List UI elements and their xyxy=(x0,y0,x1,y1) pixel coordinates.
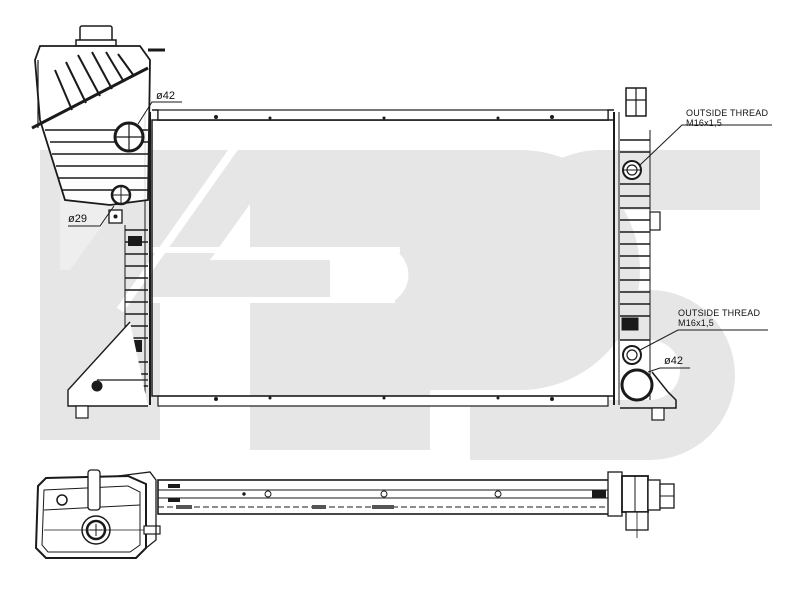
thread-label-lower-line1: OUTSIDE THREAD xyxy=(678,308,760,318)
thread-label-upper-line2: M16x1,5 xyxy=(686,118,722,128)
thread-label-upper-line1: OUTSIDE THREAD xyxy=(686,108,768,118)
left-bottom-bracket xyxy=(67,321,148,419)
dim-label-small-pipe: ø29 xyxy=(68,213,87,225)
top-view-radiator xyxy=(34,469,675,559)
right-tank xyxy=(620,87,677,421)
left-mount-block-upper xyxy=(128,236,142,246)
dim-label-lower-pipe: ø42 xyxy=(664,355,683,367)
upper-inlet-pipe xyxy=(113,121,145,153)
expansion-tank xyxy=(31,25,165,206)
small-pipe xyxy=(108,184,132,224)
dim-label-upper-pipe: ø42 xyxy=(156,90,175,102)
leader-lines xyxy=(68,101,772,373)
radiator-core xyxy=(144,109,620,407)
thread-label-lower-line2: M16x1,5 xyxy=(678,318,714,328)
